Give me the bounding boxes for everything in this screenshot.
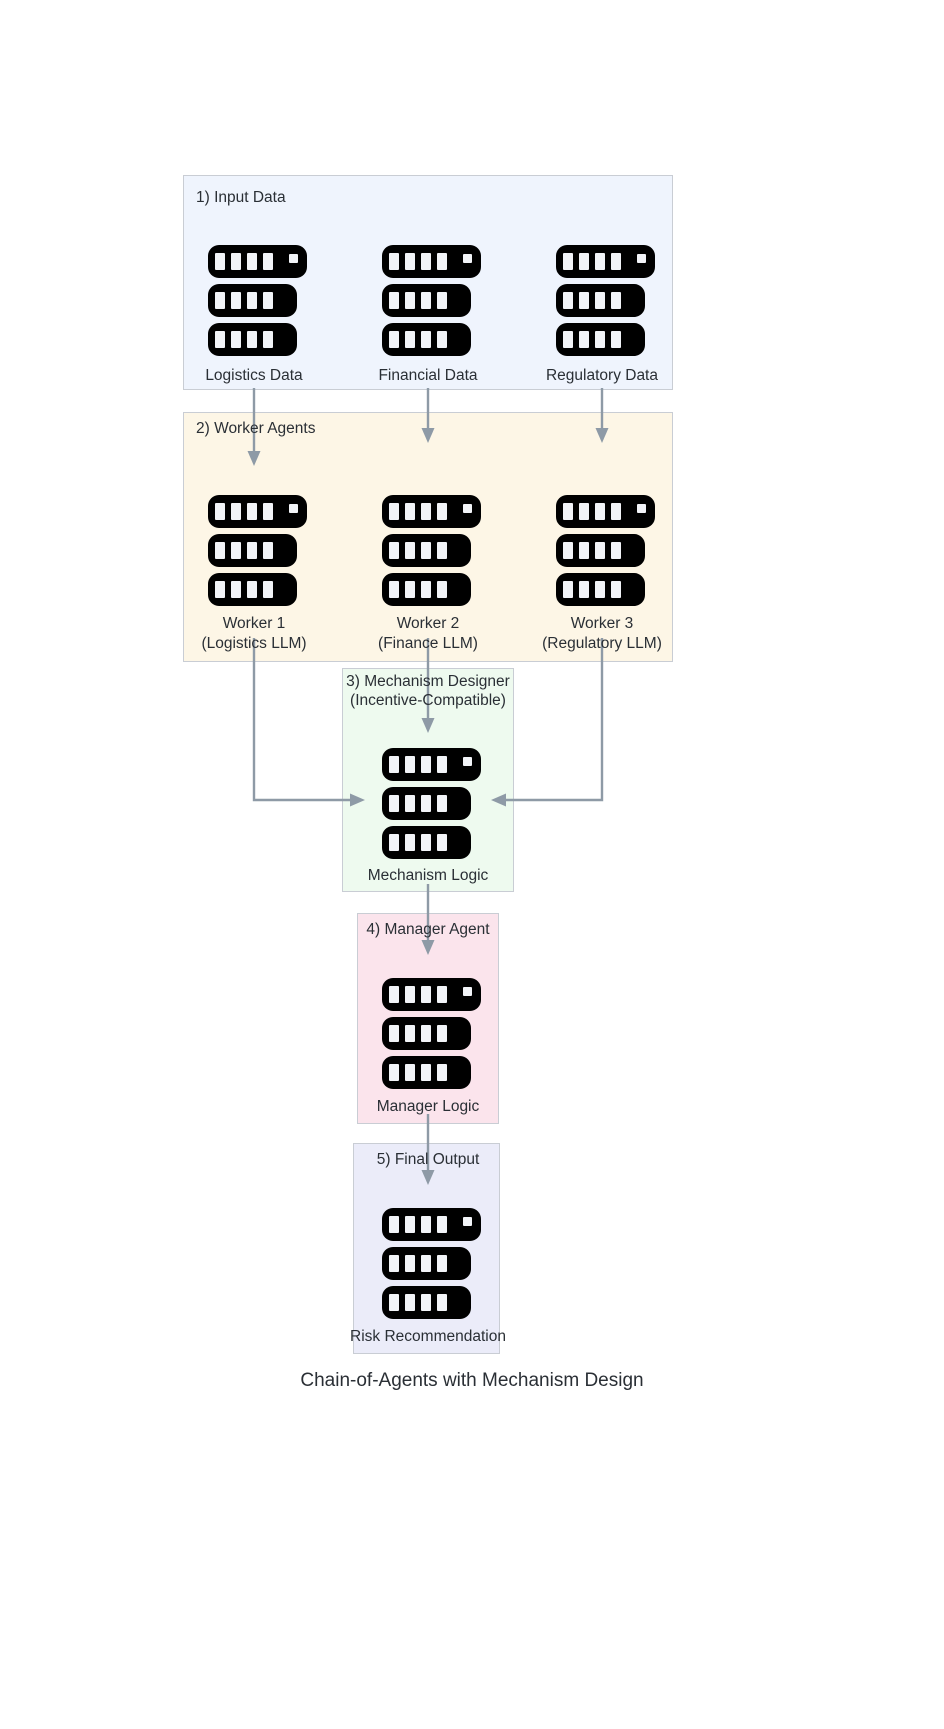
rack-led-icon (637, 254, 646, 263)
rack-bar-top (382, 495, 481, 528)
rack-bar-bottom (556, 573, 645, 606)
rack-led-icon (289, 254, 298, 263)
node-label-manager-logic: Manager Logic (376, 1098, 480, 1115)
edge-mechanism-logic-to-manager-logic (421, 884, 435, 955)
node-label-financial-data: Financial Data (378, 367, 478, 384)
edge-regulatory-data-to-worker-3 (595, 388, 609, 443)
rack-bar-middle (556, 534, 645, 567)
rack-bar-bottom (382, 1056, 471, 1089)
phase-manager-agent-title: 4) Manager Agent (366, 921, 490, 938)
rack-bar-middle (382, 787, 471, 820)
rack-bar-bottom (208, 323, 297, 356)
phase-final-output-title: 5) Final Output (376, 1151, 480, 1168)
rack-led-icon (463, 1217, 472, 1226)
server-rack-icon (382, 978, 481, 1090)
server-rack-icon (382, 748, 481, 860)
edge-logistics-data-to-worker-1 (247, 388, 261, 466)
rack-bar-middle (382, 1017, 471, 1050)
edge-worker-1-to-mechanism-logic (252, 638, 365, 807)
rack-bar-bottom (382, 323, 471, 356)
node-label-mechanism-logic: Mechanism Logic (367, 867, 489, 884)
phase-input-data-title: 1) Input Data (196, 189, 286, 206)
diagram-caption: Chain-of-Agents with Mechanism Design (300, 1370, 644, 1391)
phase-worker-agents-title: 2) Worker Agents (196, 420, 316, 437)
server-rack-icon (208, 495, 307, 607)
phase-mechanism-designer-title: 3) Mechanism Designer (Incentive-Compati… (346, 673, 510, 709)
rack-bar-bottom (382, 826, 471, 859)
node-label-regulatory-data: Regulatory Data (545, 367, 658, 384)
rack-bar-middle (208, 534, 297, 567)
node-label-risk-recommendation: Risk Recommendation (350, 1328, 506, 1345)
rack-bar-middle (382, 1247, 471, 1280)
rack-led-icon (289, 504, 298, 513)
node-label-worker-3: Worker 3 (Regulatory LLM) (542, 615, 662, 652)
node-label-logistics-data: Logistics Data (205, 367, 303, 384)
rack-led-icon (637, 504, 646, 513)
rack-bar-top (208, 495, 307, 528)
rack-bar-bottom (382, 573, 471, 606)
rack-bar-middle (208, 284, 297, 317)
server-rack-icon (382, 495, 481, 607)
rack-led-icon (463, 254, 472, 263)
server-rack-icon (382, 1208, 481, 1320)
server-rack-icon (556, 495, 655, 607)
rack-bar-bottom (382, 1286, 471, 1319)
node-label-worker-2: Worker 2 (Finance LLM) (378, 615, 478, 652)
rack-bar-top (556, 245, 655, 278)
server-rack-icon (208, 245, 307, 357)
rack-bar-top (382, 748, 481, 781)
rack-bar-top (382, 1208, 481, 1241)
edge-worker-3-to-mechanism-logic (491, 638, 604, 807)
rack-bar-top (208, 245, 307, 278)
rack-bar-top (556, 495, 655, 528)
rack-bar-middle (382, 284, 471, 317)
node-label-worker-1: Worker 1 (Logistics LLM) (201, 615, 307, 652)
rack-bar-bottom (556, 323, 645, 356)
server-rack-icon (556, 245, 655, 357)
server-rack-icon (382, 245, 481, 357)
edge-financial-data-to-worker-2 (421, 388, 435, 443)
edge-manager-logic-to-risk-recommendation (421, 1114, 435, 1185)
rack-bar-bottom (208, 573, 297, 606)
rack-led-icon (463, 987, 472, 996)
rack-bar-middle (556, 284, 645, 317)
rack-bar-top (382, 245, 481, 278)
rack-bar-top (382, 978, 481, 1011)
rack-led-icon (463, 757, 472, 766)
edge-worker-2-to-mechanism-logic (421, 638, 435, 733)
rack-bar-middle (382, 534, 471, 567)
rack-led-icon (463, 504, 472, 513)
